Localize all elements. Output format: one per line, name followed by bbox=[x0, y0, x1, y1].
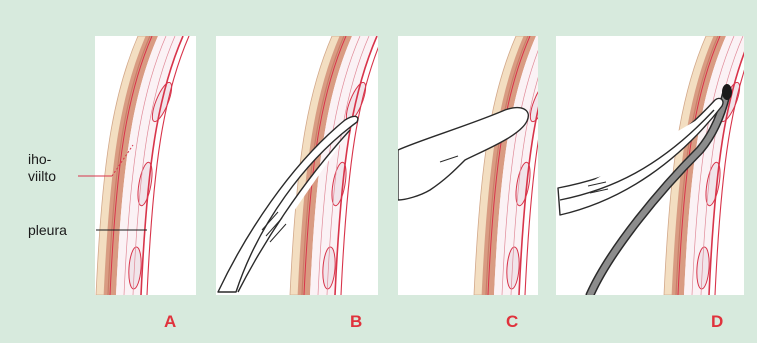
panel-a bbox=[95, 36, 196, 295]
panel-b bbox=[216, 36, 383, 295]
panel-letter-d: D bbox=[711, 312, 723, 331]
panel-d bbox=[556, 36, 757, 295]
incision-label-line1: iho- bbox=[28, 151, 52, 167]
incision-label-line2: viilto bbox=[28, 168, 56, 184]
pleura-label: pleura bbox=[28, 222, 67, 238]
panel-letter-a: A bbox=[164, 312, 176, 331]
panel-c bbox=[398, 36, 567, 295]
panel-letter-c: C bbox=[506, 312, 518, 331]
panel-letter-b: B bbox=[350, 312, 362, 331]
